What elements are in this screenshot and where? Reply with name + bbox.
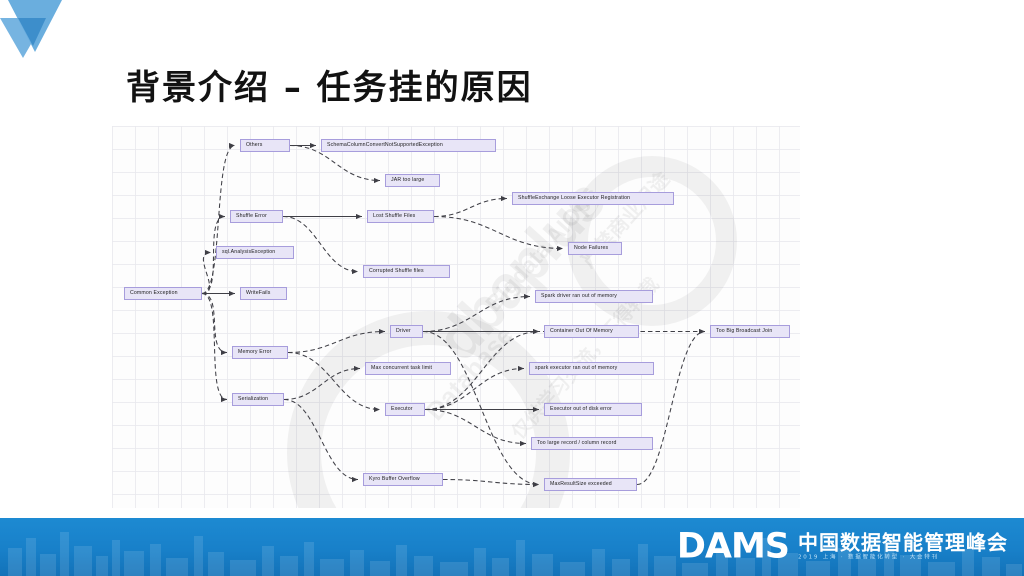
flow-node-spark_driver_oom[interactable]: Spark driver ran out of memory — [535, 290, 653, 303]
flow-node-label: Corrupted Shuffle files — [369, 267, 424, 274]
flow-node-node_failures[interactable]: Node Failures — [568, 242, 622, 255]
flow-edge-max_result_size-to-broadcast_join — [636, 328, 706, 486]
flow-node-label: Too large record / column record — [537, 439, 617, 446]
flow-edge-driver-to-max_result_size — [422, 330, 540, 488]
flow-edge-memory_error-to-executor — [287, 351, 381, 413]
flow-node-driver[interactable]: Driver — [390, 325, 423, 338]
flow-node-label: WriteFails — [246, 289, 271, 296]
flow-node-label: SchemaColumnConvertNotSupportedException — [327, 141, 443, 148]
flow-node-label: Kyro Buffer Overflow — [369, 475, 420, 482]
flow-edge-executor-to-spark_exec_oom — [424, 365, 525, 411]
flow-node-label: ShuffleExchange Loose Executor Registrat… — [518, 194, 631, 201]
flow-node-kryo_overflow[interactable]: Kyro Buffer Overflow — [363, 473, 443, 486]
flow-node-schema_col[interactable]: SchemaColumnConvertNotSupportedException — [321, 139, 496, 152]
flow-node-label: JAR too large — [391, 176, 425, 183]
flow-node-label: Node Failures — [574, 244, 609, 251]
flow-node-label: Serialization — [238, 395, 269, 402]
flow-node-common_exception[interactable]: Common Exception — [124, 287, 202, 300]
flow-node-label: Memory Error — [238, 348, 272, 355]
flowchart-diagram: dbaplus Bigdata AIOps Database 严禁商业用途 仅供… — [112, 126, 800, 508]
flow-node-label: Common Exception — [130, 289, 178, 296]
flow-node-write_fails[interactable]: WriteFails — [240, 287, 287, 300]
flow-node-label: Others — [246, 141, 263, 148]
footer-banner: DAMS 中国数据智能管理峰会 2019 上海 · 数据智能化转型 · 大会特刊 — [0, 518, 1024, 576]
flow-node-label: Lost Shuffle Files — [373, 212, 416, 219]
flow-node-label: Container Out Of Memory — [550, 327, 613, 334]
skyline-graphic — [8, 532, 1022, 576]
flow-node-spark_exec_oom[interactable]: spark executor ran out of memory — [529, 362, 654, 375]
flowchart-edges — [201, 142, 706, 488]
flow-edge-lost_shuffle-to-shuffle_exchange — [433, 195, 508, 218]
flow-node-label: Spark driver ran out of memory — [541, 292, 617, 299]
flow-edge-executor-to-too_large_record — [424, 408, 527, 447]
flow-edge-driver-to-spark_driver_oom — [422, 293, 531, 333]
flow-node-memory_error[interactable]: Memory Error — [232, 346, 288, 359]
page-title: 背景介绍 – 任务挂的原因 — [126, 68, 533, 108]
flow-edge-memory_error-to-driver — [287, 328, 386, 354]
flow-node-label: Driver — [396, 327, 411, 334]
flow-node-label: Max concurrent task limit — [371, 364, 433, 371]
dams-logo: DAMS 中国数据智能管理峰会 2019 上海 · 数据智能化转型 · 大会特刊 — [676, 526, 1008, 567]
flow-node-broadcast_join[interactable]: Too Big Broadcast Join — [710, 325, 790, 338]
dams-chinese-subtitle: 2019 上海 · 数据智能化转型 · 大会特刊 — [798, 554, 939, 561]
dams-chinese-title: 中国数据智能管理峰会 — [798, 530, 1008, 555]
flow-edge-kryo_overflow-to-max_result_size — [442, 478, 540, 488]
flow-edge-common_exception-to-memory_error — [201, 292, 228, 356]
flow-node-label: spark executor ran out of memory — [535, 364, 618, 371]
flow-node-corrupted_shuffle[interactable]: Corrupted Shuffle files — [363, 265, 450, 278]
flow-node-container_oom[interactable]: Container Out Of Memory — [544, 325, 639, 338]
flow-node-executor[interactable]: Executor — [385, 403, 425, 416]
flow-edge-common_exception-to-serialization — [201, 292, 228, 403]
flow-node-label: Shuffle Error — [236, 212, 267, 219]
flow-edge-serialization-to-kryo_overflow — [283, 398, 359, 483]
flow-edge-others-to-jar_too_large — [289, 144, 381, 184]
flow-node-too_large_record[interactable]: Too large record / column record — [531, 437, 653, 450]
flow-node-label: Executor out of disk error — [550, 405, 612, 412]
flow-node-shuffle_exchange[interactable]: ShuffleExchange Loose Executor Registrat… — [512, 192, 674, 205]
flow-node-label: Too Big Broadcast Join — [716, 327, 773, 334]
flow-node-shuffle_error[interactable]: Shuffle Error — [230, 210, 283, 223]
flow-node-max_concurrent[interactable]: Max concurrent task limit — [365, 362, 451, 375]
flow-edge-executor-to-container_oom — [424, 328, 540, 411]
flow-node-max_result_size[interactable]: MaxResultSize exceeded — [544, 478, 637, 491]
flow-edge-serialization-to-max_concurrent — [283, 365, 361, 401]
flow-node-exec_disk_err[interactable]: Executor out of disk error — [544, 403, 642, 416]
w-triangle-logo — [0, 0, 92, 62]
dams-chinese-block: 中国数据智能管理峰会 2019 上海 · 数据智能化转型 · 大会特刊 — [798, 533, 1008, 562]
flow-node-label: MaxResultSize exceeded — [550, 480, 612, 487]
flow-node-others[interactable]: Others — [240, 139, 290, 152]
flow-edge-common_exception-to-others — [201, 142, 236, 295]
flow-edge-shuffle_error-to-corrupted_shuffle — [282, 215, 359, 275]
flow-node-sql_analysis[interactable]: sql.AnalysisException — [216, 246, 294, 259]
dams-wordmark: DAMS — [676, 526, 790, 567]
flow-node-jar_too_large[interactable]: JAR too large — [385, 174, 440, 187]
flow-node-label: sql.AnalysisException — [222, 248, 276, 255]
flow-edge-lost_shuffle-to-node_failures — [433, 215, 564, 252]
flow-node-label: Executor — [391, 405, 413, 412]
flow-node-lost_shuffle[interactable]: Lost Shuffle Files — [367, 210, 434, 223]
flow-node-serialization[interactable]: Serialization — [232, 393, 284, 406]
flow-edge-common_exception-to-sql_analysis — [201, 249, 212, 295]
